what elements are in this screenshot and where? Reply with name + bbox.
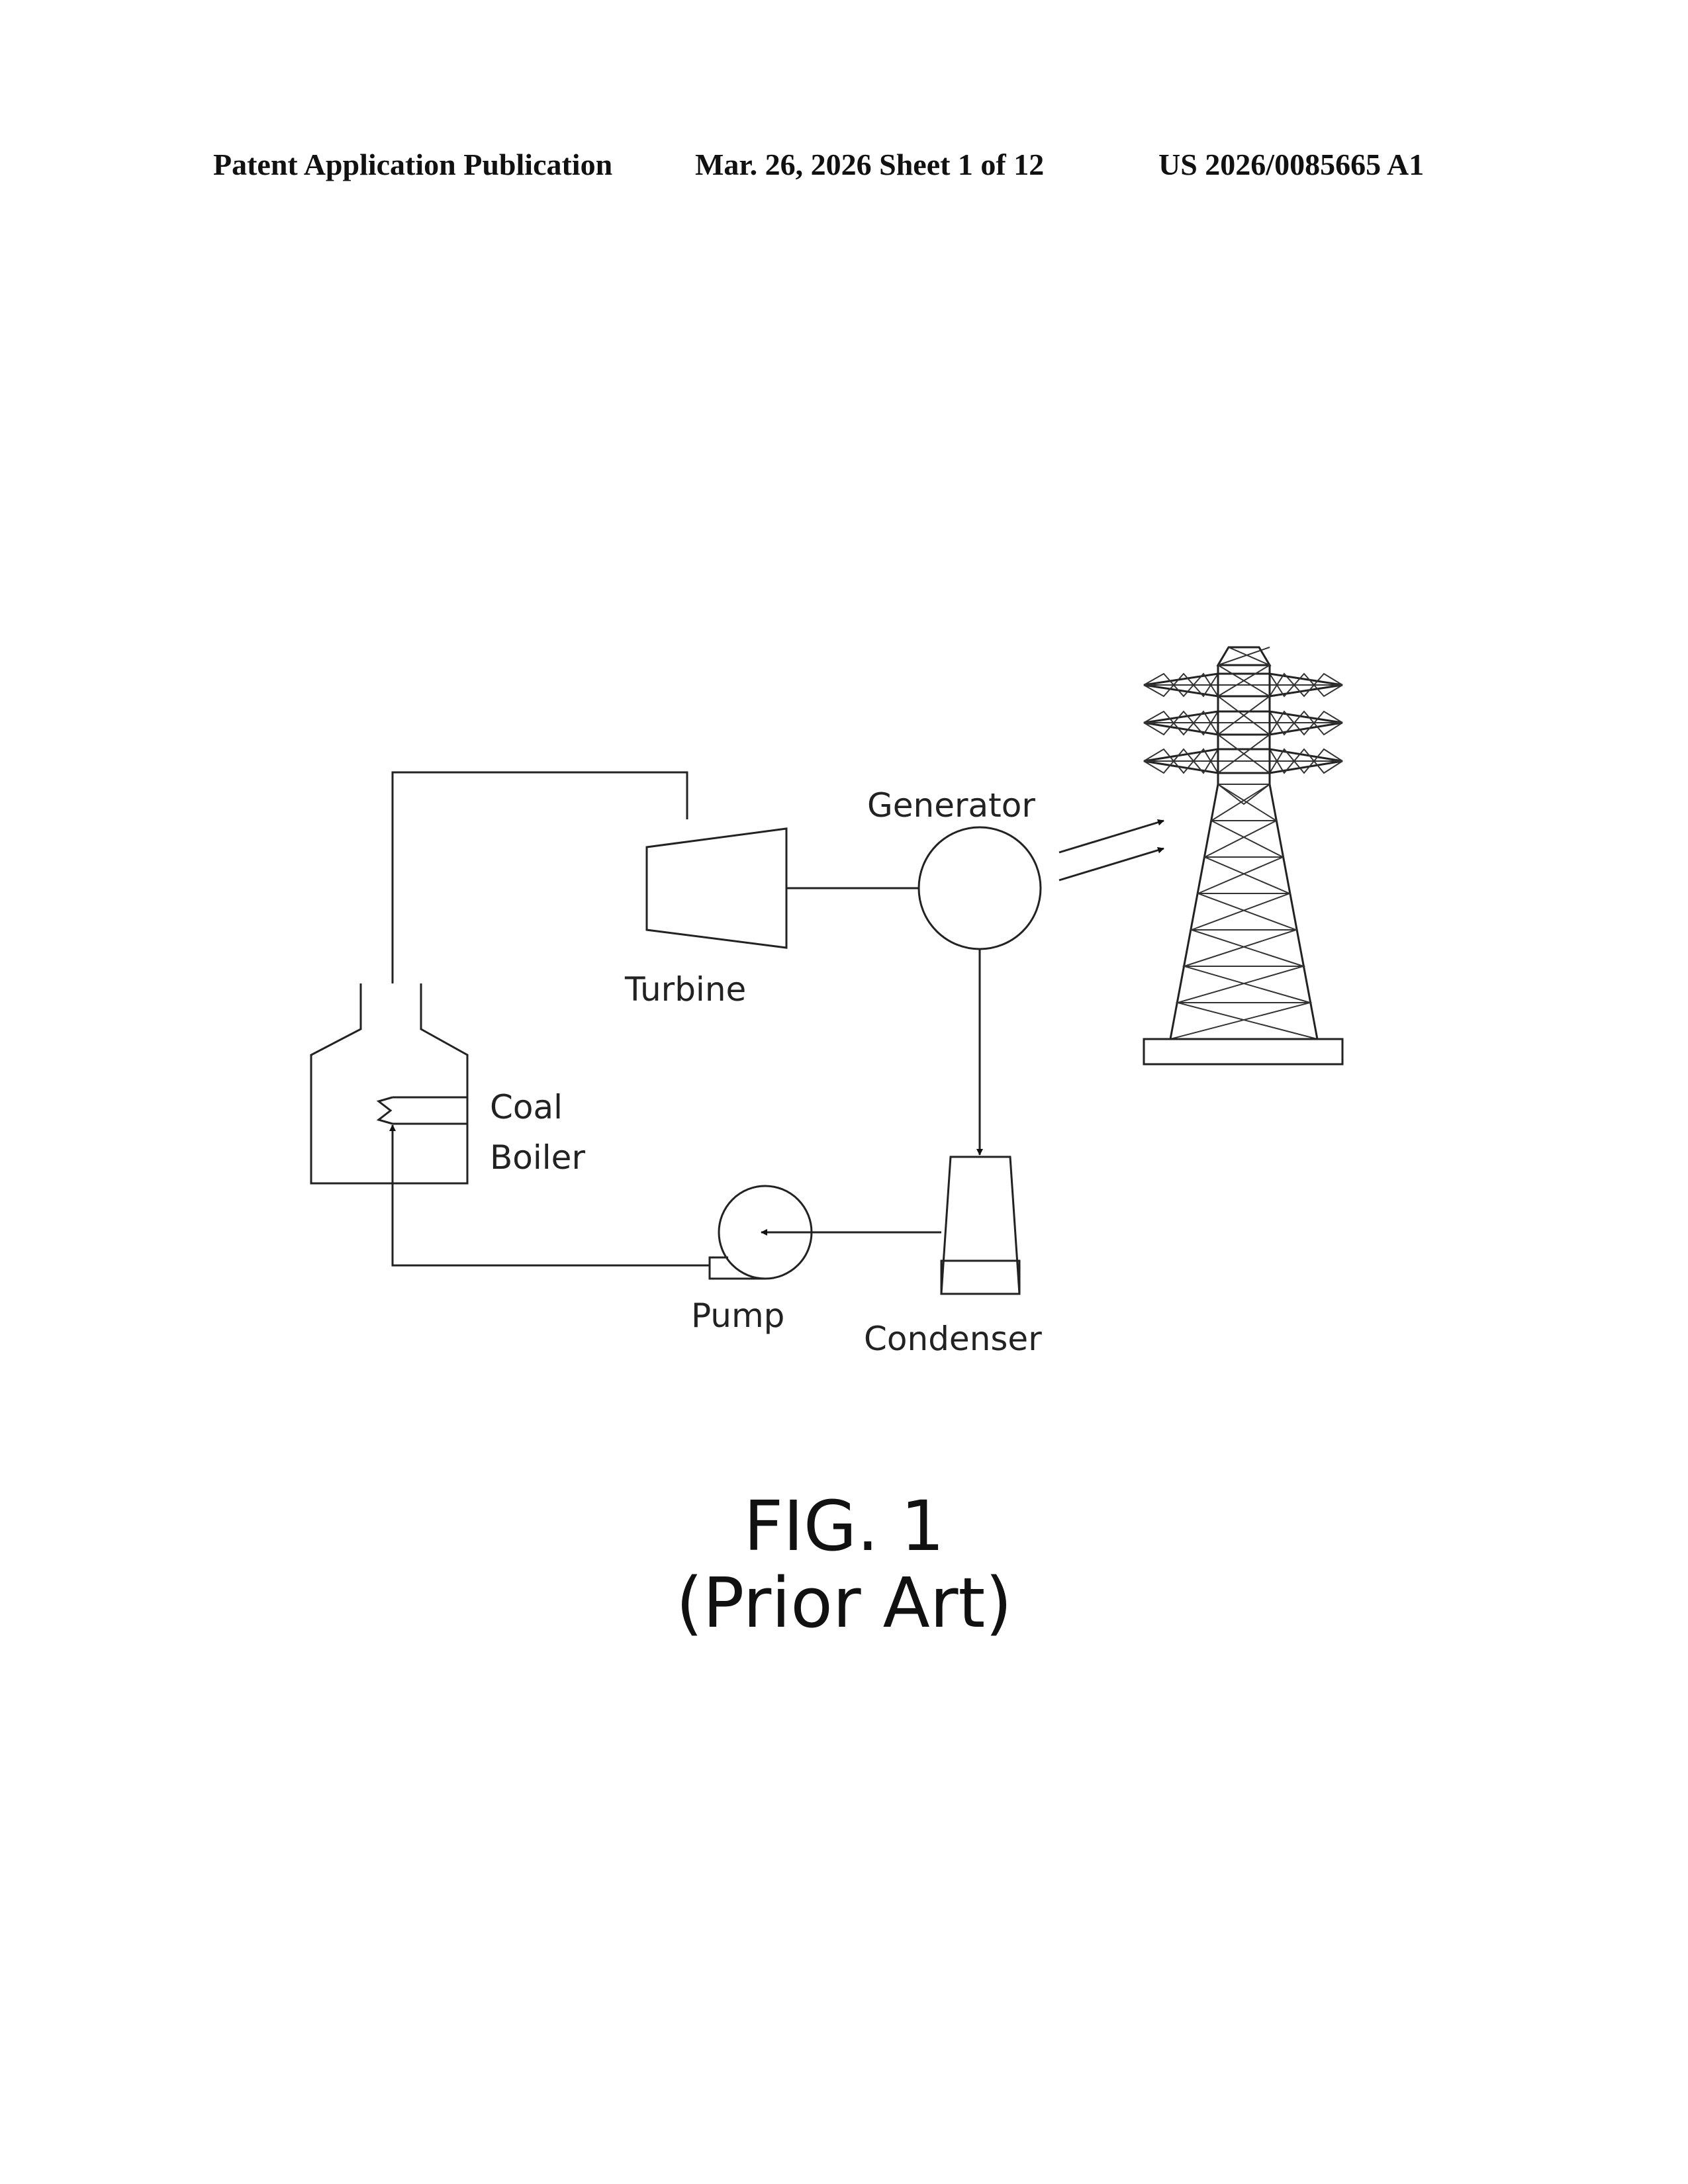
- turbine-icon: [647, 829, 786, 948]
- coal-label: Coal: [490, 1088, 563, 1126]
- pump-label: Pump: [691, 1297, 784, 1335]
- boiler-label: Boiler: [490, 1138, 585, 1177]
- coal-boiler-icon: [311, 983, 467, 1183]
- power-output-arrows: [1059, 821, 1164, 880]
- condenser-label: Condenser: [864, 1320, 1042, 1358]
- transmission-tower-icon: [1144, 647, 1342, 1064]
- generator-icon: [919, 827, 1041, 949]
- condenser-icon: [941, 1157, 1019, 1294]
- steam-pipe: [393, 772, 687, 983]
- figure-subtitle: (Prior Art): [676, 1563, 1012, 1643]
- generator-label: Generator: [867, 786, 1035, 825]
- turbine-label: Turbine: [624, 970, 746, 1009]
- figure-title: FIG. 1: [743, 1486, 944, 1567]
